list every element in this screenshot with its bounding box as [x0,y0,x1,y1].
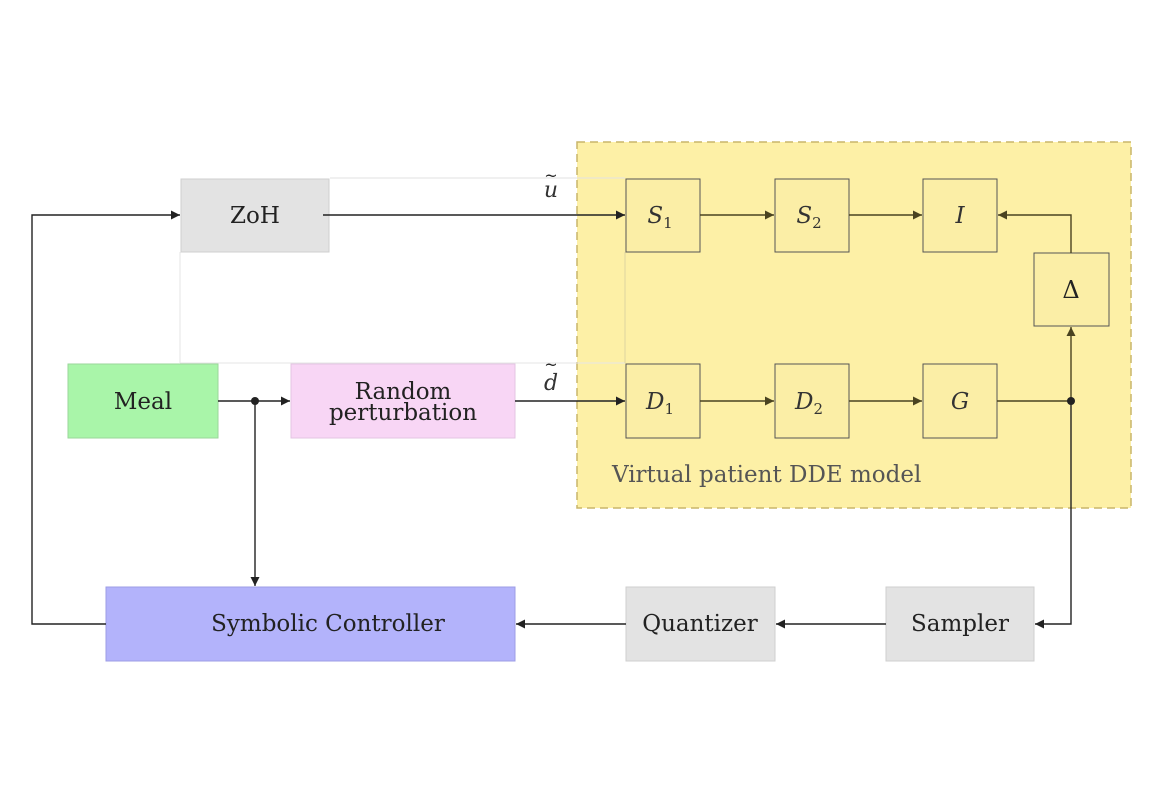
delta-label: Δ [1062,276,1079,304]
d1-label: D1 [645,389,674,418]
controller-to-zoh-arrow [31,210,180,625]
svg-text:~: ~ [544,355,557,374]
svg-text:u: u [544,178,558,203]
quantizer-label: Quantizer [642,611,758,637]
d2-label: D2 [794,389,823,418]
svg-text:d: d [544,371,558,396]
random-perturbation-label-line1: Random [355,379,452,405]
sampler-label: Sampler [911,611,1009,637]
meal-label: Meal [114,389,172,415]
g-block: G [922,363,998,439]
zoh-label: ZoH [230,203,280,229]
meal-junction-dot [251,397,259,405]
s2-label: S2 [796,203,821,232]
delta-to-i-arrow [998,210,1072,253]
g-label: G [951,389,969,415]
u-tilde-label: u ~ [544,166,558,203]
symbolic-controller-label: Symbolic Controller [211,611,445,637]
d-tilde-label: d ~ [544,355,558,396]
d1-block: D1 [625,363,701,439]
s1-block: S1 [625,178,701,253]
zoh-block: ZoH [180,178,330,253]
virtual-patient-label: Virtual patient DDE model [611,462,921,488]
i-block: I [922,178,998,253]
junction-to-sampler-arrow [1035,401,1072,629]
s1-label: S1 [647,203,672,232]
meal-block: Meal [67,363,219,439]
quantizer-block: Quantizer [625,586,776,662]
g-junction-dot [1067,397,1075,405]
i-label: I [954,203,965,229]
svg-text:~: ~ [544,166,557,185]
s2-block: S2 [774,178,850,253]
symbolic-controller-block: Symbolic Controller [105,586,516,662]
d2-block: D2 [774,363,850,439]
sampler-block: Sampler [885,586,1035,662]
random-perturbation-label-line2: perturbation [329,400,477,426]
random-perturbation-block: Random perturbation [290,363,516,439]
delta-block: Δ [1033,252,1110,327]
connections [31,210,1076,629]
